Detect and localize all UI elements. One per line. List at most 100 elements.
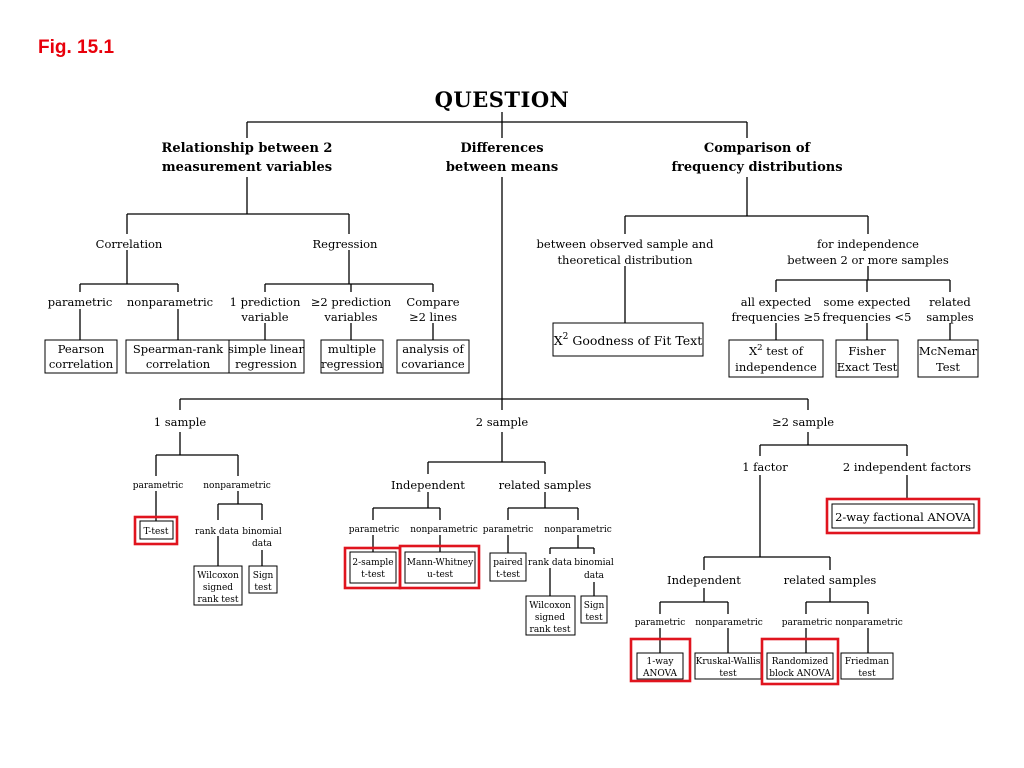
svg-text:signed: signed [535,613,565,623]
node-fr-parametric: parametric [782,618,833,628]
highlight-two-way-anova [825,497,981,535]
svg-text:rank test: rank test [530,625,571,635]
svg-text:covariance: covariance [401,357,465,371]
box-friedman: Friedman test [840,652,894,680]
svg-text:Fisher: Fisher [848,344,886,358]
svg-text:analysis of: analysis of [402,342,464,356]
node-rel-rank-data: rank data [528,558,573,568]
node-fi-nonparametric: nonparametric [695,618,763,628]
highlight-randomized-block-anova [760,637,840,686]
svg-text:simple linear: simple linear [228,342,304,356]
node-all-expected-line2: frequencies ≥5 [732,310,821,324]
svg-text:Sign: Sign [253,571,274,581]
box-spearman: Spearman-rank correlation [125,339,231,374]
svg-text:Spearman-rank: Spearman-rank [133,342,224,356]
box-pearson: Pearson correlation [44,339,118,374]
svg-text:Test: Test [936,360,960,374]
highlight-t-test [133,515,179,546]
node-compare-lines-line1: Compare [406,295,459,309]
node-related-line2: samples [926,310,974,324]
svg-text:independence: independence [735,360,817,374]
diagram-title: QUESTION [435,87,570,112]
box-two-sample-t-test: 2-sample t-test [349,551,397,584]
svg-text:Wilcoxon: Wilcoxon [529,601,571,611]
node-ind-nonparametric: nonparametric [410,525,478,535]
box-fisher: Fisher Exact Test [835,339,899,378]
node-multi-predictor-line2: variables [323,310,377,324]
node-some-expected-line2: frequencies <5 [823,310,912,324]
node-ind-parametric: parametric [349,525,400,535]
svg-text:correlation: correlation [49,357,114,371]
branch-differences-line1: Differences [460,141,543,156]
svg-text:Pearson: Pearson [58,342,105,356]
box-goodness-of-fit: X2 Goodness of Fit Text [552,322,704,357]
svg-text:rank test: rank test [198,595,239,605]
node-multi-sample: ≥2 sample [772,415,834,429]
box-randomized-block-anova: Randomized block ANOVA [766,652,834,680]
box-one-way-anova: 1-way ANOVA [636,652,684,680]
box-mann-whitney: Mann-Whitney u-test [404,551,476,584]
node-related-samples: related samples [499,478,592,492]
box-two-way-anova: 2-way factional ANOVA [831,503,975,529]
node-fr-nonparametric: nonparametric [835,618,903,628]
svg-text:Exact Test: Exact Test [837,360,898,374]
node-one-predictor-line1: 1 prediction [230,295,301,309]
node-rel-binomial-line1: binomial [574,558,614,568]
highlight-one-way-anova [629,637,692,683]
svg-text:Wilcoxon: Wilcoxon [197,571,239,581]
svg-text:X2 test of: X2 test of [749,343,804,358]
svg-text:McNemar: McNemar [919,344,978,358]
box-multiple-regression: multiple regression [320,339,384,374]
box-kruskal-wallis: Kruskal-Wallis test [694,652,762,680]
node-observed-line2: theoretical distribution [557,253,693,267]
box-simple-regression: simple linear regression [228,339,305,374]
node-all-expected-line1: all expected [741,295,812,309]
highlight-boxes [133,497,981,686]
box-rel-wilcoxon: Wilcoxon signed rank test [525,595,576,636]
branch-differences-line2: between means [446,160,558,175]
svg-text:signed: signed [203,583,233,593]
svg-text:Friedman: Friedman [845,657,889,667]
node-one-sample: 1 sample [154,415,207,429]
svg-text:correlation: correlation [146,357,211,371]
node-os-nonparametric: nonparametric [203,481,271,491]
node-observed-line1: between observed sample and [537,237,715,251]
svg-text:T-test: T-test [143,527,168,537]
svg-text:1-way: 1-way [647,657,675,667]
box-ancova: analysis of covariance [396,339,470,374]
branch-comparison-line1: Comparison of [704,141,812,156]
node-os-rank-data: rank data [195,527,240,537]
box-rel-sign-test: Sign test [580,595,608,624]
svg-text:t-test: t-test [361,570,385,580]
node-regression: Regression [313,237,379,251]
node-two-factors: 2 independent factors [843,460,971,474]
node-correlation-nonparametric: nonparametric [127,295,213,309]
node-correlation: Correlation [96,237,163,251]
box-os-sign-test: Sign test [248,565,278,594]
node-os-parametric: parametric [133,481,184,491]
svg-text:test: test [858,669,876,679]
box-paired-t-test: paired t-test [489,552,527,582]
node-os-binomial-line2: data [252,539,273,549]
node-one-factor: 1 factor [742,460,788,474]
node-one-predictor-line2: variable [240,310,288,324]
node-fi-parametric: parametric [635,618,686,628]
svg-text:paired: paired [493,558,523,568]
box-t-test: T-test [139,520,174,540]
svg-text:u-test: u-test [427,570,453,580]
svg-text:2-sample: 2-sample [352,558,393,568]
svg-text:test: test [585,613,603,623]
node-rel-binomial-line2: data [584,571,605,581]
svg-text:block ANOVA: block ANOVA [769,669,831,679]
node-factor-independent: Independent [667,573,741,587]
node-multi-predictor-line1: ≥2 prediction [311,295,392,309]
branch-relationship-line2: measurement variables [162,160,332,175]
node-independent: Independent [391,478,465,492]
node-correlation-parametric: parametric [48,295,113,309]
branch-comparison-line2: frequency distributions [671,160,842,175]
svg-text:test: test [719,669,737,679]
branch-relationship-line1: Relationship between 2 [162,141,333,156]
figure-label: Fig. 15.1 [38,37,114,58]
node-independence-line1: for independence [817,237,919,251]
